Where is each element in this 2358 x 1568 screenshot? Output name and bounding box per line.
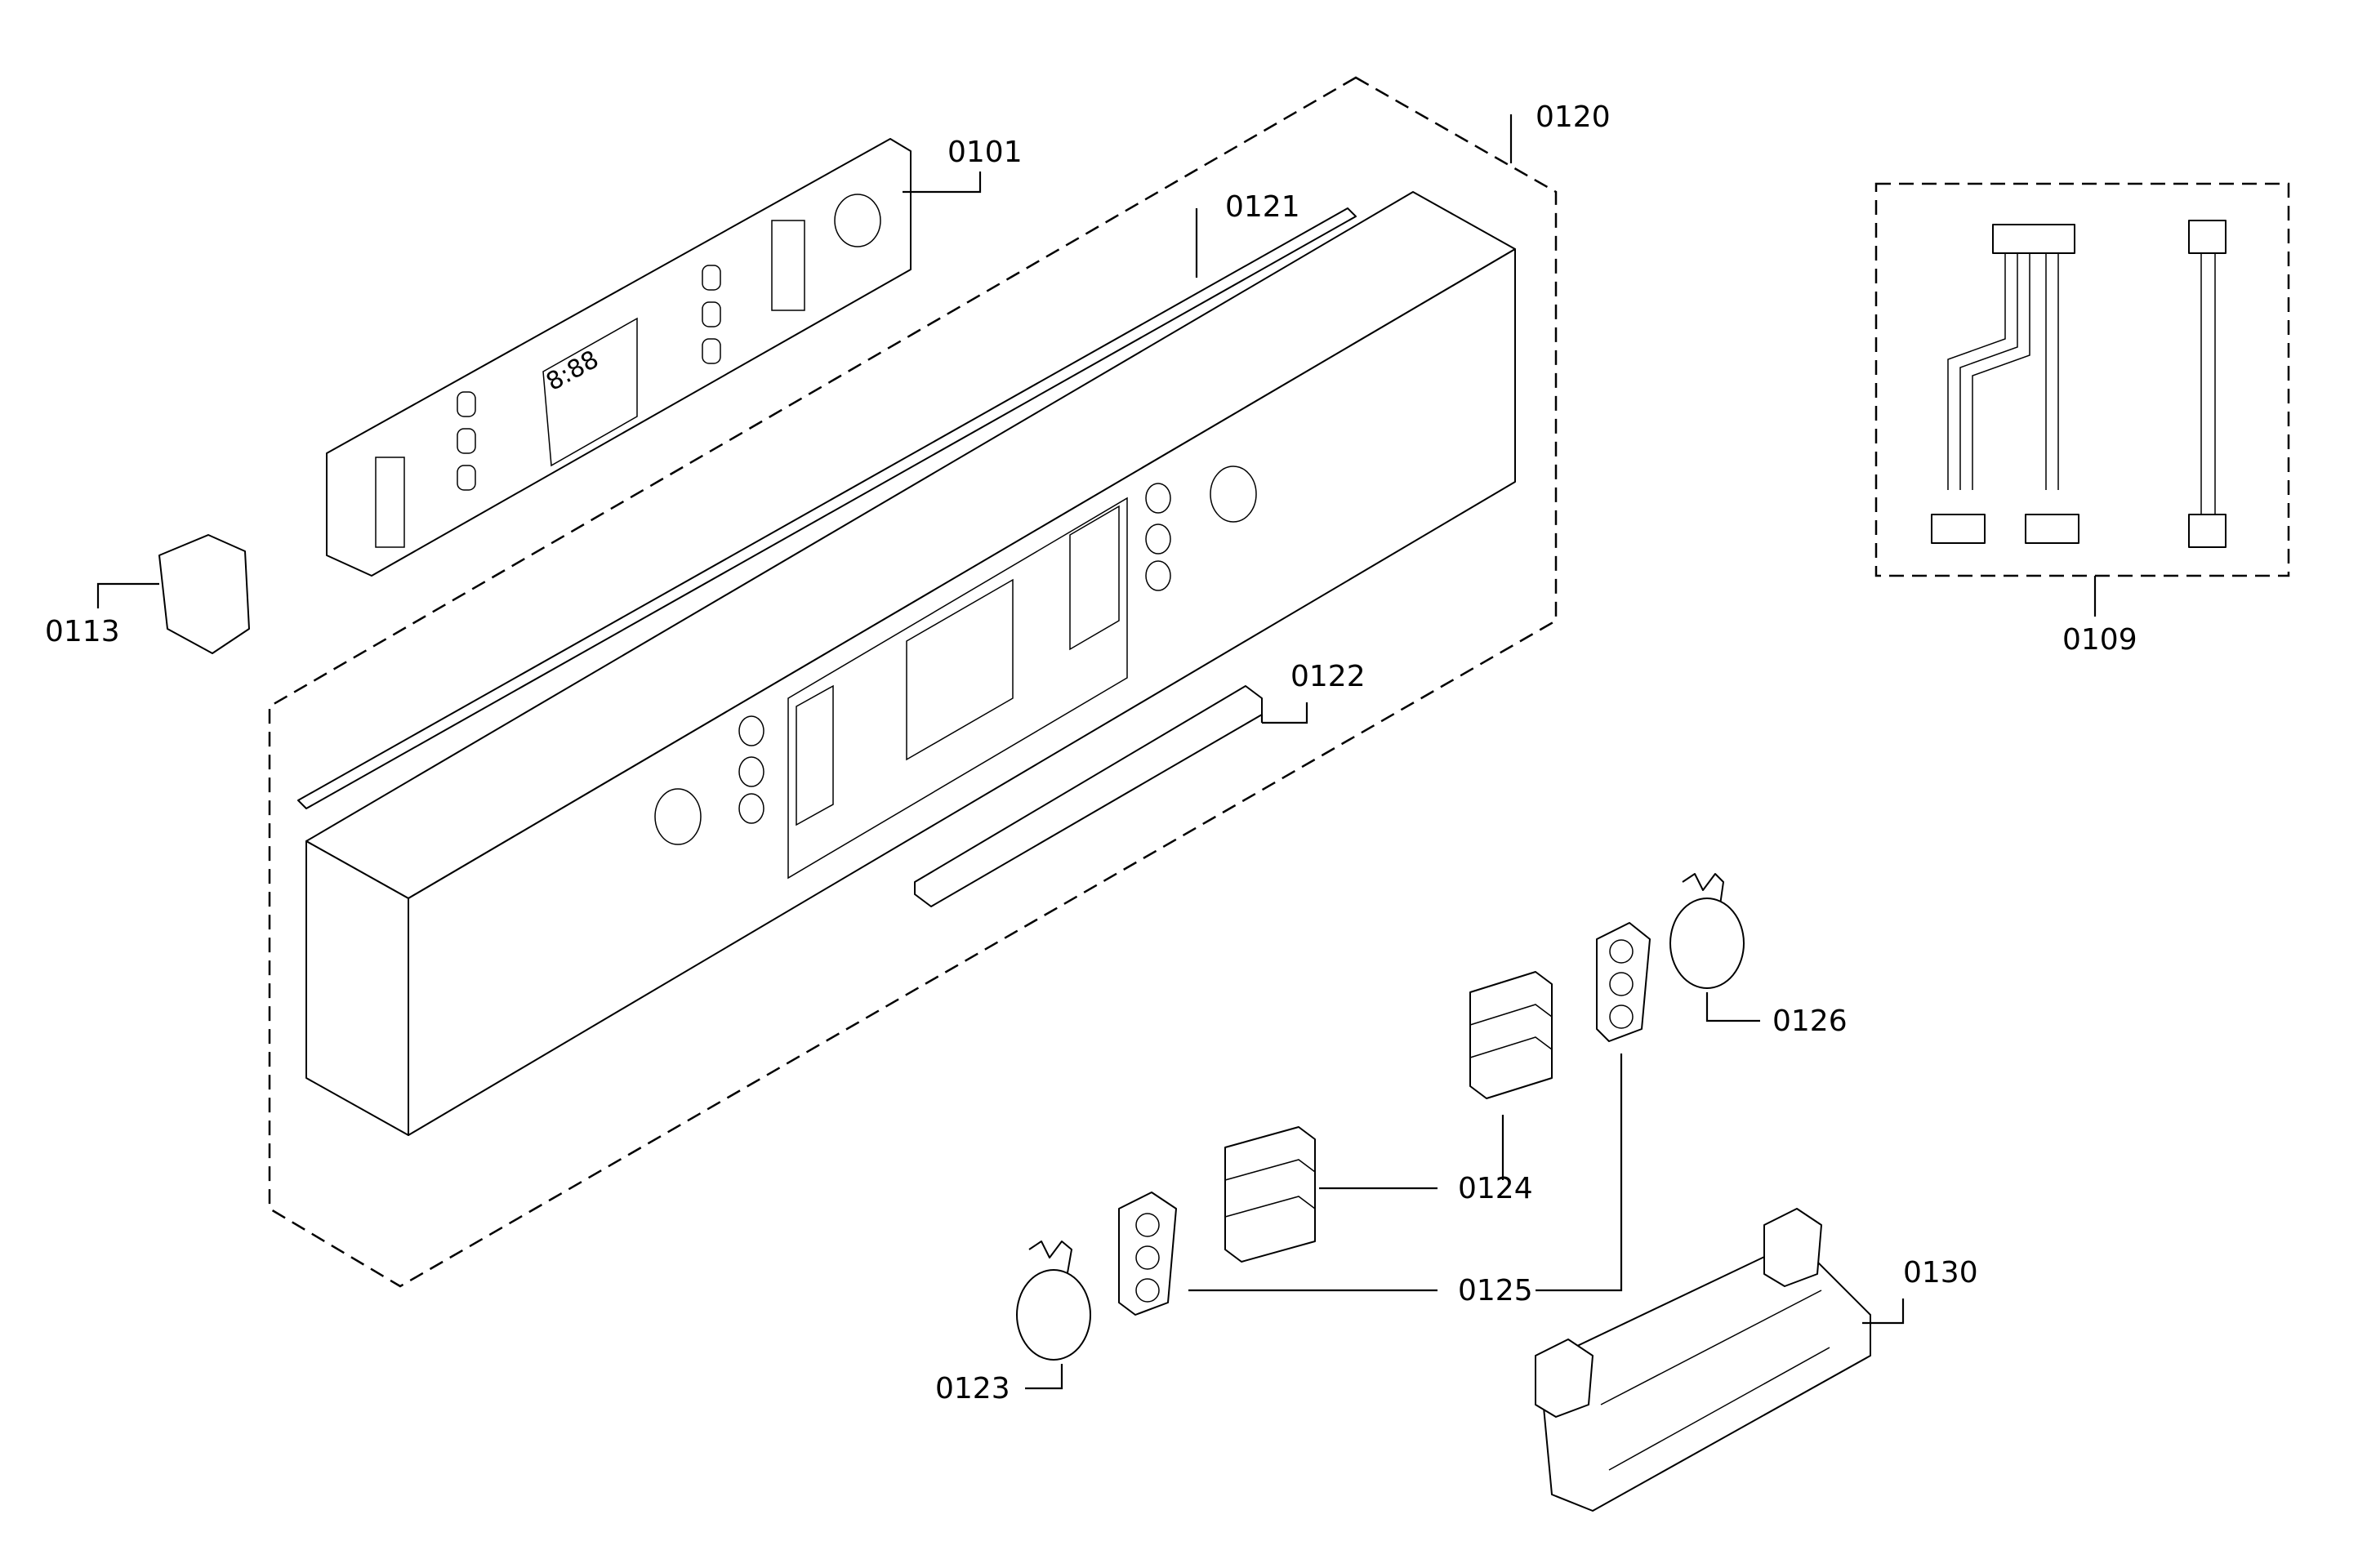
callout-0126: 0126 — [1772, 1004, 1848, 1038]
harness-group-0109-dashed-box — [1874, 182, 2290, 577]
control-board-0101: 8:88 — [326, 138, 912, 577]
knob-0126 — [1669, 873, 1745, 989]
callout-0120: 0120 — [1536, 100, 1611, 134]
callout-0124: 0124 — [1458, 1172, 1533, 1205]
callout-0125: 0125 — [1458, 1274, 1533, 1307]
callout-0101: 0101 — [947, 136, 1023, 169]
seal-strip-0121 — [297, 207, 1357, 809]
button-set-0125 — [1596, 922, 1651, 1042]
callout-0123: 0123 — [935, 1372, 1010, 1405]
callout-0122: 0122 — [1290, 660, 1366, 693]
switch-block-0124 — [1469, 971, 1553, 1099]
bracket-0130 — [1535, 1208, 1871, 1512]
switch-block-0124-lower — [1224, 1126, 1316, 1263]
callout-0113: 0113 — [45, 615, 120, 648]
knob-0123 — [1016, 1241, 1091, 1361]
connector-0113 — [158, 534, 250, 654]
callout-0121: 0121 — [1225, 190, 1300, 224]
callout-0130: 0130 — [1903, 1256, 1978, 1290]
fascia-panel — [305, 191, 1516, 1136]
callout-0109: 0109 — [2062, 623, 2137, 657]
assembly-0120-dashed-boundary — [268, 76, 1558, 1288]
wire-harness-0109 — [1931, 220, 2227, 548]
leader-lines — [96, 114, 2097, 1390]
button-set-0125-lower — [1118, 1192, 1177, 1316]
